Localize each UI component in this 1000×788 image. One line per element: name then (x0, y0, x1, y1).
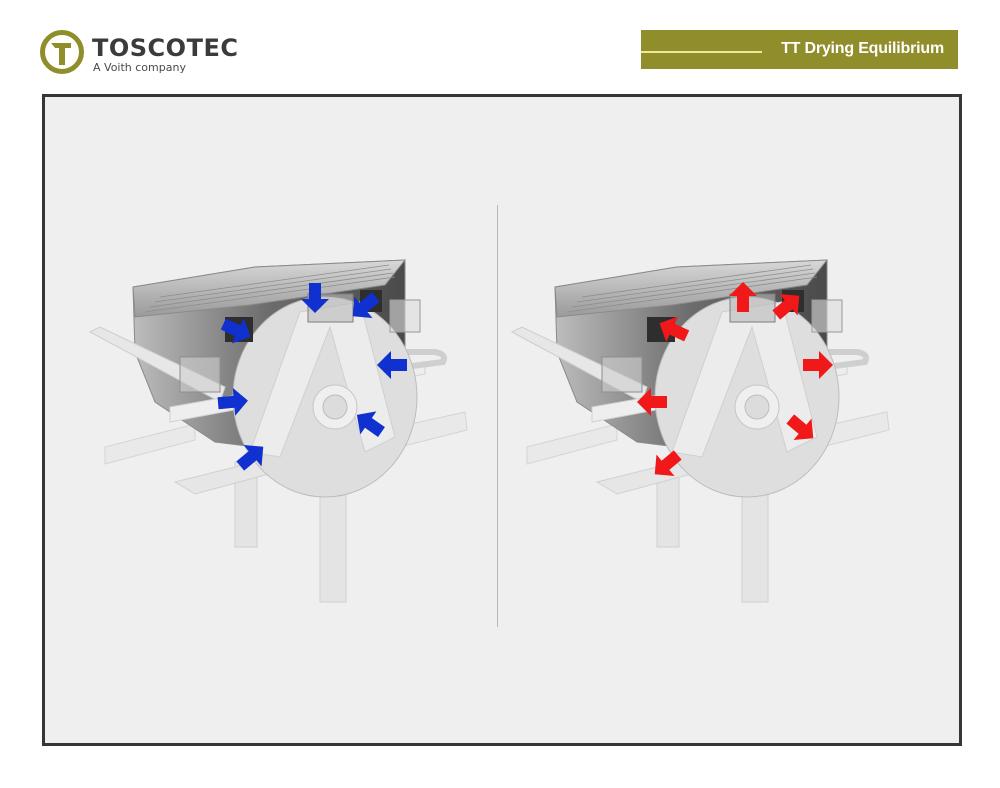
panel-inflow (75, 202, 495, 622)
toscotec-logo: TOSCOTEC A Voith company (40, 30, 240, 76)
page-title: TT Drying Equilibrium (781, 40, 944, 57)
panel-outflow (497, 202, 917, 622)
brand-subtitle: A Voith company (93, 61, 186, 74)
brand-name: TOSCOTEC (92, 34, 239, 62)
title-banner: TT Drying Equilibrium (641, 30, 958, 69)
machine-illustration-right (497, 202, 917, 622)
toscotec-logo-icon (40, 30, 84, 74)
figure-frame (42, 94, 962, 746)
panel-divider (497, 205, 498, 627)
machine-illustration-left (75, 202, 495, 622)
banner-rule (641, 51, 762, 53)
